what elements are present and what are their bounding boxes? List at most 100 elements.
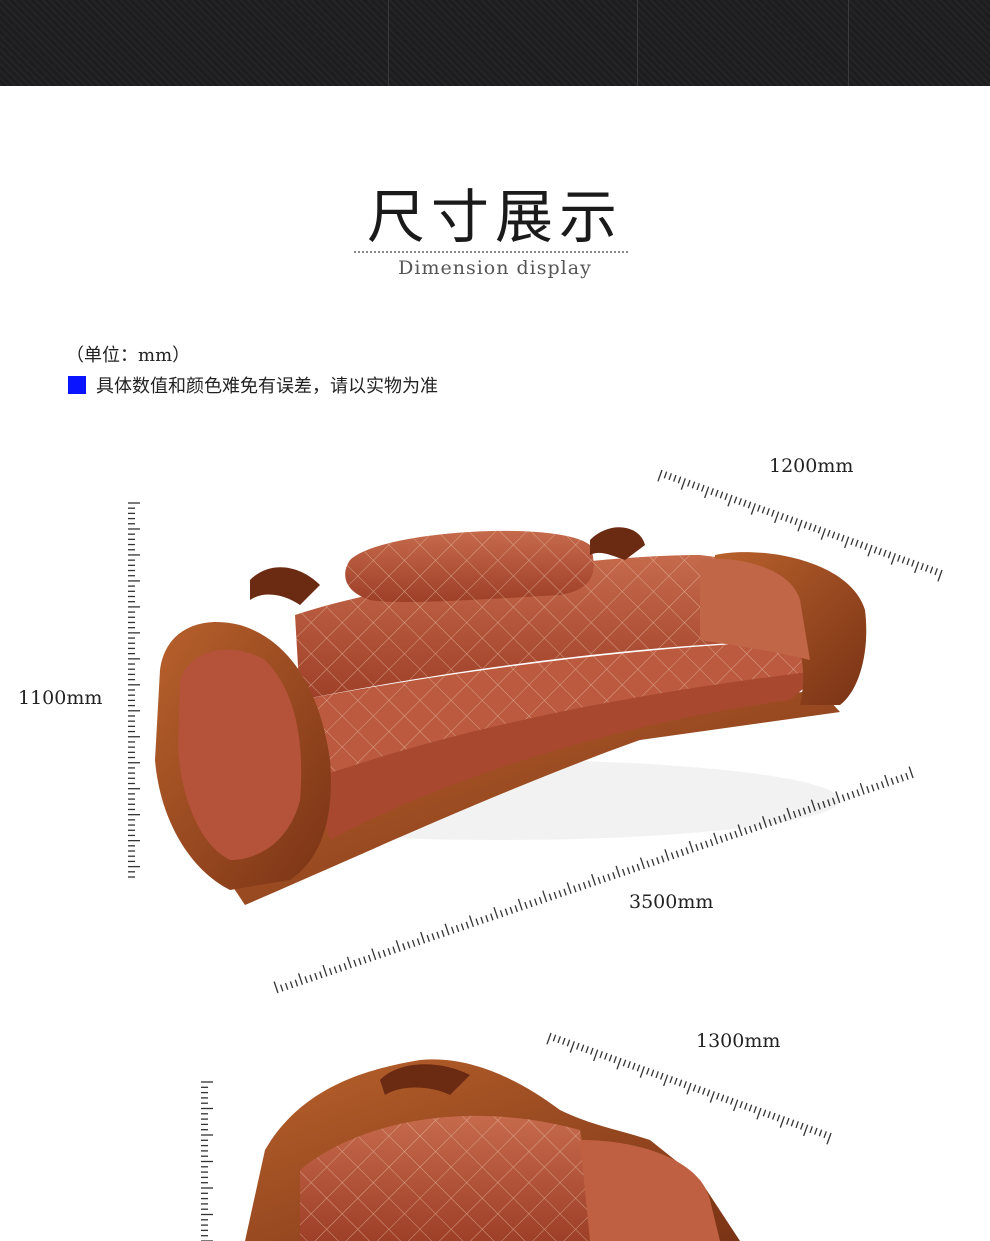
ruler-tick [538,896,543,904]
ruler-tick [753,1106,757,1114]
ruler-tick [377,951,382,959]
ruler-tick [880,781,885,789]
ruler-tick [465,921,470,929]
ruler-tick [709,1091,715,1103]
ruler-tick [900,774,904,782]
ruler-tick [738,498,742,506]
ruler-tick [844,536,850,549]
height-ruler-2 [201,1081,213,1241]
ruler-tick [552,1034,557,1042]
ruler-tick [650,1069,655,1077]
ruler-tick [803,1124,809,1137]
ruler-tick [661,855,665,863]
ruler-tick [768,819,772,827]
ruler-tick [817,802,821,810]
ruler-tick [762,1109,767,1117]
ruler-tick [371,948,377,961]
ruler-tick [626,867,631,875]
ruler-tick [700,842,704,850]
ruler-tick [835,791,841,804]
ruler-tick [395,940,401,952]
ruler-tick [402,943,406,951]
ruler-tick [757,504,761,512]
ruler-tick [436,931,440,939]
ruler-tick [639,857,645,870]
ruler-tick [710,488,714,496]
ruler-tick [563,888,567,896]
ruler-tick [651,858,655,866]
ruler-tick [562,1037,566,1045]
ruler-tick [387,948,391,956]
ruler-tick [756,1107,762,1120]
ruler-tick [382,949,387,957]
ruler-tick [748,1104,753,1112]
ruler-tick [668,473,672,481]
ruler-tick [808,523,812,531]
ruler-tick [304,976,308,984]
ruler-tick [604,1052,608,1060]
ruler-tick [716,1092,720,1100]
ruler-tick [621,868,626,876]
ruler-tick [297,973,304,985]
ruler-tick [850,538,854,546]
ruler-tick [517,898,523,911]
ruler-tick [929,566,934,574]
ruler-tick [692,1084,697,1092]
ruler-tick [937,569,943,582]
ruler-tick [883,549,887,557]
ruler-tick [836,533,840,541]
ruler-tick [333,966,338,974]
disclaimer-text: 具体数值和颜色难免有误差，请以实物为准 [96,376,438,397]
ruler-tick [744,827,748,835]
ruler-tick [664,849,670,861]
ruler-tick [792,810,797,818]
ruler-tick [346,956,352,969]
ruler-tick [475,918,479,926]
ruler-tick [773,817,777,825]
ruler-tick [622,1059,627,1067]
ruler-tick [444,923,450,936]
ruler-tick [803,521,808,529]
ruler-tick [733,496,738,504]
ruler-tick [733,1099,739,1112]
ruler-tick [557,1036,561,1044]
ruler-tick [566,882,572,894]
ruler-tick [573,885,577,893]
width-label: 3500mm [629,891,714,913]
ruler-tick [814,1127,818,1135]
ruler-tick [675,850,680,858]
ruler-tick [460,923,465,931]
ruler-tick [789,516,794,524]
ruler-tick [612,872,616,880]
ruler-tick [597,877,602,885]
ruler-tick [822,800,826,808]
ruler-tick [724,834,729,842]
ruler-tick [866,786,870,794]
height-ruler [128,502,140,878]
ruler-tick [747,501,752,509]
ruler-tick [841,534,845,542]
ruler-tick [392,946,396,954]
ruler-tick [859,782,865,795]
ruler-tick [504,908,509,916]
ruler-tick [856,789,860,797]
sofa-image-2 [245,1059,740,1241]
ruler-tick [582,881,587,890]
ruler-tick [800,1122,804,1130]
ruler-tick [704,840,709,848]
ruler-tick [702,1087,706,1095]
ruler-tick [309,974,313,982]
ruler-tick [709,838,714,847]
ruler-tick [431,933,435,941]
ruler-tick [493,907,499,919]
ruler-tick [778,815,782,823]
ruler-tick [887,551,892,559]
ruler-tick [314,972,318,980]
ruler-tick [859,541,864,549]
ruler-tick [587,880,592,888]
ruler-tick [663,471,668,479]
ruler-tick [758,822,763,830]
square-bullet-icon [68,376,86,394]
ruler-tick [706,1089,711,1097]
